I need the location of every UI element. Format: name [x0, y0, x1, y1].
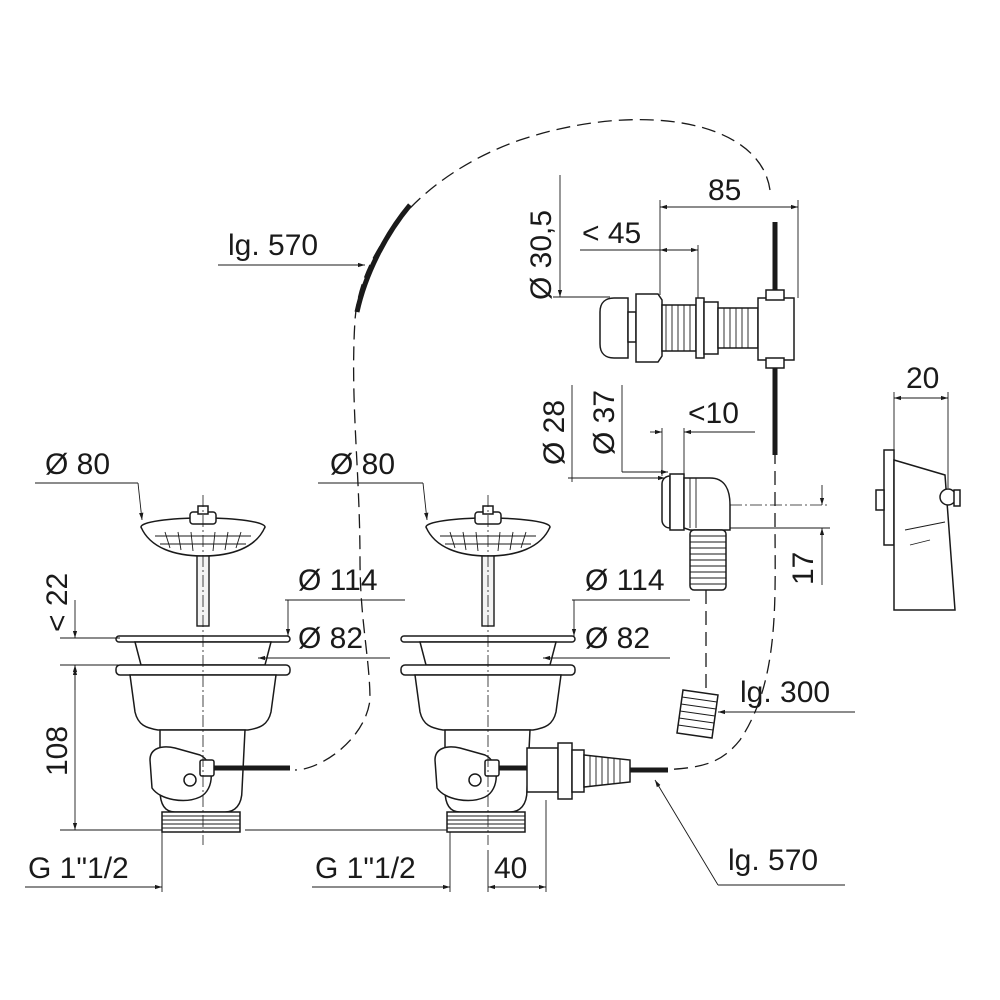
knob-dimensions: Ø 30,5 < 45 85 [525, 174, 799, 300]
corrugated-hose [689, 529, 727, 591]
cable-route-dashed [294, 118, 776, 771]
middle-strainer-diameter-label: Ø 80 [330, 448, 395, 481]
left-lift-height-label: < 22 [41, 573, 74, 632]
overflow-elbow-assembly [661, 473, 830, 739]
overflow-outer-diameter-label: Ø 37 [588, 390, 621, 455]
cable-length-label: lg. 570 [228, 229, 318, 262]
corrugated-hose-end [676, 689, 719, 739]
middle-cable-length-label: lg. 570 [728, 844, 818, 877]
knob-thickness-label: < 45 [582, 217, 641, 250]
overflow-hose-length-label: lg. 300 [740, 676, 830, 709]
left-total-height-label: 108 [41, 726, 74, 776]
cable-length-dimension: lg. 570 [218, 229, 365, 268]
left-strainer-diameter-label: Ø 80 [45, 448, 110, 481]
overflow-flange-thickness-label: <10 [688, 397, 739, 430]
overflow-dimensions: Ø 28 Ø 37 <10 17 lg. 300 [538, 385, 855, 715]
knob-length-label: 85 [708, 174, 741, 207]
left-strainer-assembly [115, 495, 291, 845]
left-thread-label: G 1"1/2 [28, 852, 129, 885]
middle-outlet-offset-label: 40 [494, 852, 527, 885]
cable-segment [354, 203, 412, 313]
middle-dimensions: Ø 80 Ø 114 Ø 82 G 1"1/2 40 lg. 570 [245, 448, 845, 892]
left-dimensions: Ø 80 Ø 114 Ø 82 < 22 108 G 1"1/2 [25, 448, 405, 892]
middle-body-diameter-label: Ø 82 [585, 622, 650, 655]
side-view-dimensions: 20 [893, 362, 949, 488]
knob-diameter-label: Ø 30,5 [525, 210, 558, 300]
middle-thread-label: G 1"1/2 [315, 852, 416, 885]
middle-flange-diameter-label: Ø 114 [585, 564, 665, 597]
overflow-inner-diameter-label: Ø 28 [538, 400, 571, 465]
left-body-diameter-label: Ø 82 [298, 622, 363, 655]
knob-control-assembly [599, 222, 795, 455]
side-view-overflow-cover [875, 449, 961, 611]
left-flange-diameter-label: Ø 114 [298, 564, 378, 597]
overflow-elbow-height-label: 17 [787, 552, 820, 585]
side-view-width-label: 20 [906, 362, 939, 395]
middle-strainer-assembly [400, 495, 668, 845]
